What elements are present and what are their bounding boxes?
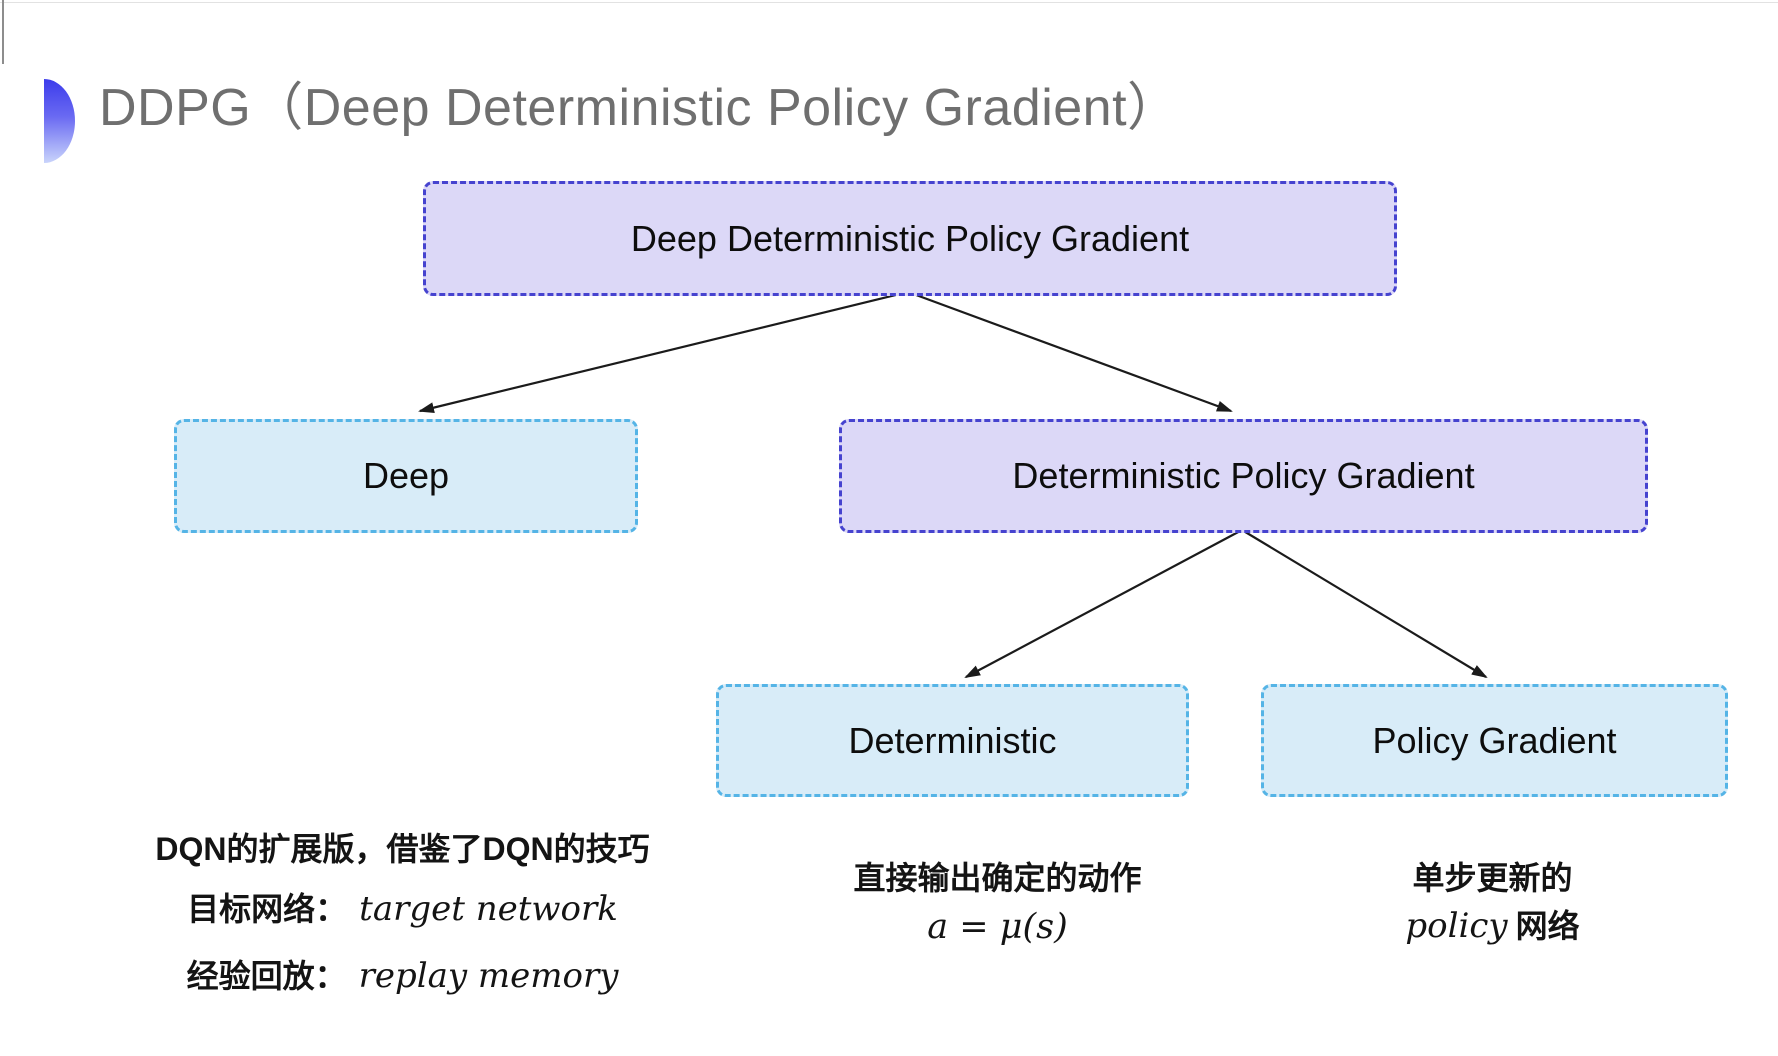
replay-memory-term: replay memory [358,956,619,996]
arrow-root-to-deep [418,290,909,414]
slide-title: DDPG（Deep Deterministic Policy Gradient） [99,79,1180,137]
note-deterministic: 直接输出确定的动作 a = μ(s) [825,855,1170,949]
note-deterministic-text: 直接输出确定的动作 [853,860,1142,896]
arrow-dpg-to-policy-gradient [1241,529,1488,679]
node-policy-gradient: Policy Gradient [1261,684,1728,797]
left-border-line [2,0,4,64]
node-label: Deterministic [848,719,1057,761]
target-network-label: 目标网络： [187,891,348,927]
network-label: 网络 [1515,908,1580,944]
target-network-term: target network [359,889,618,929]
node-label: Deep [362,455,450,496]
node-deterministic-policy-gradient: Deterministic Policy Gradient [839,419,1648,533]
node-label: Deep Deterministic Policy Gradient [630,217,1190,259]
policy-term: policy [1405,906,1508,946]
arrow-dpg-to-deterministic [964,529,1243,678]
arrow-root-to-dpg [907,290,1233,413]
note-deterministic-formula: a = μ(s) [927,907,1068,947]
note-deep-dqn: DQN的扩展版，借鉴了DQN的技巧 目标网络： target network 经验… [115,826,690,1006]
node-label: Deterministic Policy Gradient [1012,455,1475,496]
note-policy-text: 单步更新的 [1412,860,1573,896]
replay-memory-label: 经验回放： [186,958,347,994]
node-deterministic: Deterministic [716,684,1189,797]
note-replay-memory-row: 经验回放： replay memory [115,953,690,1006]
top-border-line [0,2,1778,3]
node-label: Policy Gradient [1372,719,1617,761]
node-deep-deterministic-policy-gradient: Deep Deterministic Policy Gradient [423,181,1397,296]
title-bullet-icon [44,79,75,163]
node-deep: Deep [174,419,638,533]
note-target-network-row: 目标网络： target network [115,886,690,939]
note-dqn-summary: DQN的扩展版，借鉴了DQN的技巧 [155,831,650,867]
